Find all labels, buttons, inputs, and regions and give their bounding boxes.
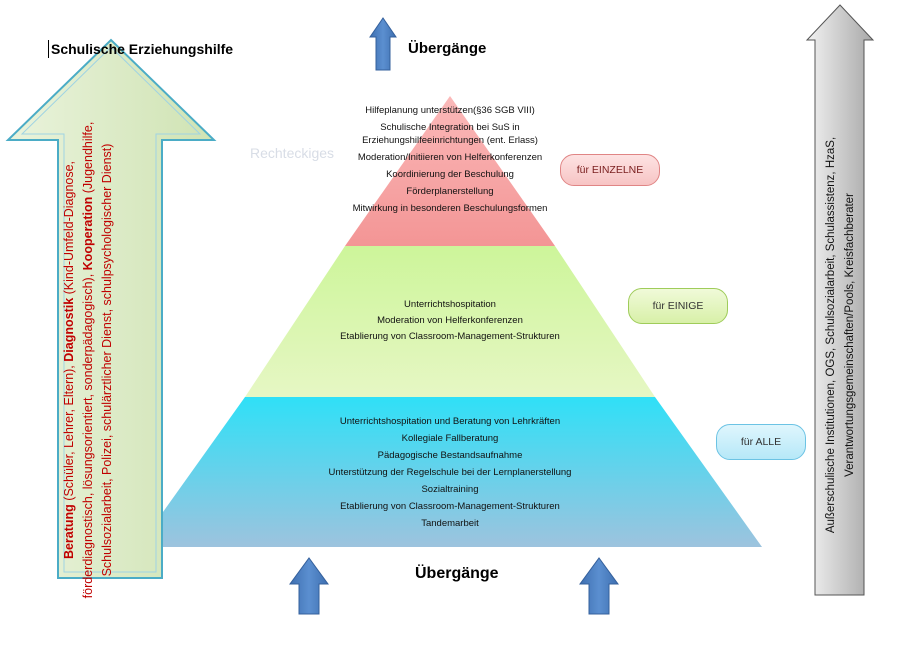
beratung-label: Beratung [62,504,76,560]
top-item: Förderplanerstellung [406,186,494,197]
transitions-bottom-label: Übergänge [415,565,499,582]
left-up-arrow [5,38,217,579]
bottom-item: Pädagogische Bestandsaufnahme [377,450,523,461]
pyramid-middle-tier [245,246,655,397]
left-arrow-text: Beratung (Schüler, Lehrer, Eltern), Diag… [60,120,160,600]
ghost-shape-label: Rechteckiges [250,145,335,161]
bottom-item: Unterrichtshospitation und Beratung von … [339,416,561,427]
bottom-item: Kollegiale Fallberatung [401,433,499,444]
left-up-arrow-inner [20,46,202,573]
bottom-item: Tandemarbeit [421,518,479,529]
pyramid-top-text: Hilfeplanung unterstützen(§36 SGB VIII) … [340,104,560,219]
pyramid-top-tier [345,96,555,246]
pyramid-bottom-tier [138,397,762,547]
kooperation-label: Kooperation [81,196,95,271]
top-item: Schulische Integration bei SuS in Erzieh… [362,122,538,146]
label-alle: für ALLE [716,424,806,460]
blue-arrow-bottom-right-icon [579,557,619,615]
page-title: Schulische Erziehungshilfe [48,40,233,58]
transitions-top-label: Übergänge [408,40,487,57]
bottom-item: Sozialtraining [421,484,479,495]
right-up-arrow [805,4,875,596]
diagnostik-label: Diagnostik [62,297,76,362]
right-arrow-text: Außerschulische Institutionen, OGS, Schu… [822,125,872,545]
right-arrow-line-1: Außerschulische Institutionen, OGS, Schu… [825,136,837,534]
top-item: Koordinierung der Beschulung [386,169,514,180]
blue-arrow-top-icon [369,17,397,71]
pyramid-bottom-text: Unterrichtshospitation und Beratung von … [290,413,610,532]
middle-item: Unterrichtshospitation [404,299,496,310]
middle-item: Etablierung von Classroom-Management-Str… [340,331,560,342]
pyramid-middle-text: Unterrichtshospitation Moderation von He… [300,297,600,345]
beratung-text: (Schüler, Lehrer, Eltern), [62,361,76,505]
label-einzelne: für EINZELNE [560,154,660,186]
top-item: Hilfeplanung unterstützen(§36 SGB VIII) [365,105,535,116]
top-item: Moderation/Initiieren von Helferkonferen… [357,152,543,163]
label-einige: für EINIGE [628,288,728,324]
middle-item: Moderation von Helferkonferenzen [377,315,523,326]
blue-arrow-bottom-left-icon [289,557,329,615]
bottom-item: Etablierung von Classroom-Management-Str… [340,501,560,512]
bottom-item: Unterstützung der Regelschule bei der Le… [328,467,572,478]
top-item: Mitwirkung in besonderen Beschulungsform… [352,203,548,214]
right-arrow-line-2: Verantwortungsgemeinschaften/Pools, Krei… [844,193,856,477]
